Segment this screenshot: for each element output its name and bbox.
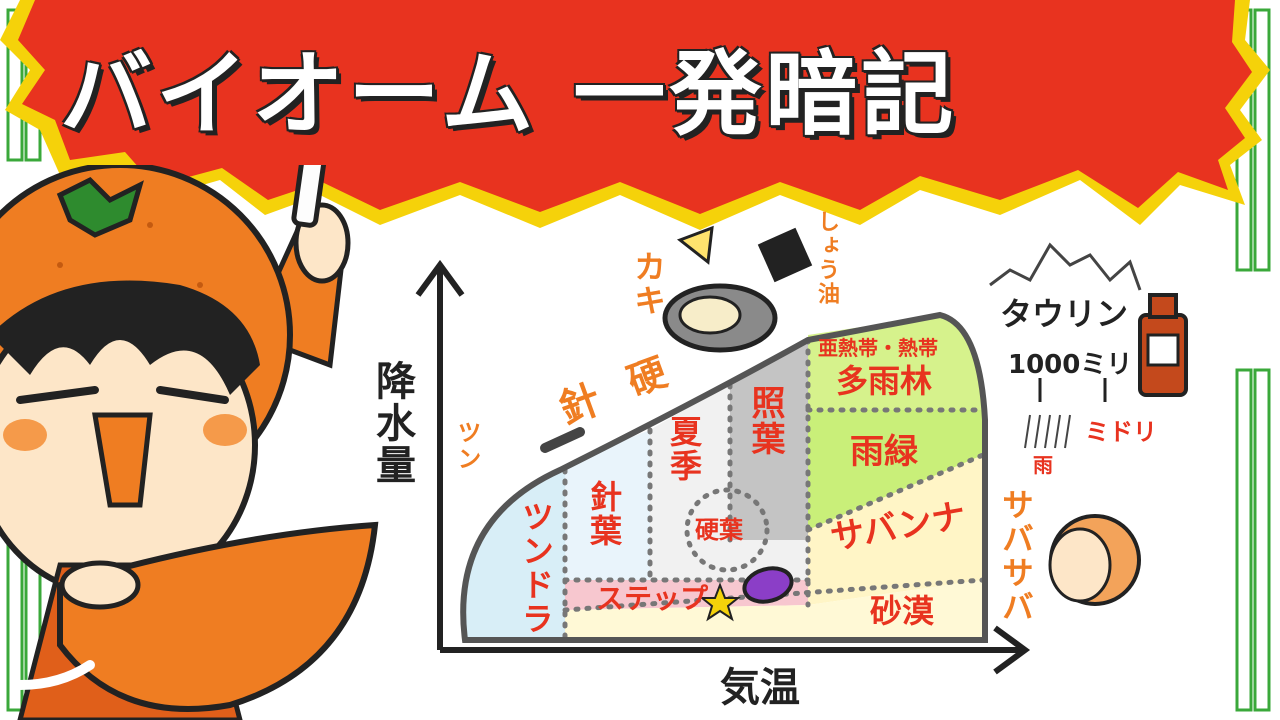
annotation-rain: 雨	[1033, 453, 1053, 477]
annotation-sabasaba: サバサバ	[997, 488, 1035, 624]
mikan-character-illustration	[0, 165, 379, 720]
annotation-milli: 1000ミリ	[1008, 350, 1133, 380]
biome-label-rain-green: 雨緑	[850, 432, 918, 472]
biome-label-steppe: ステップ	[596, 582, 709, 615]
annotation-kaki: カキ	[629, 250, 667, 318]
biome-label-tropical-rainforest: 多雨林	[836, 362, 933, 400]
title-text: バイオーム 一発暗記	[60, 41, 958, 148]
biome-label-tundra: ツンドラ	[517, 500, 555, 636]
biome-label-desert: 砂漠	[870, 592, 935, 630]
biome-label-shining-leaf: 照葉	[745, 385, 785, 457]
annotation-tsun: ツン	[453, 420, 481, 472]
biome-label-tropical-sub: 亜熱帯・熱帯	[818, 336, 938, 360]
biome-label-conifer: 針葉	[585, 480, 623, 548]
annotation-taurine: タウリン	[1000, 295, 1129, 333]
annotation-midori: ミドリ	[1085, 418, 1157, 446]
biome-label-summer-green: 夏季	[665, 415, 703, 483]
x-axis-label: 気温	[720, 665, 800, 711]
y-axis-label: 降水量	[369, 360, 415, 486]
biome-label-sclerophyll: 硬葉	[695, 516, 743, 544]
annotation-soy-sauce: しょう油	[814, 210, 839, 306]
